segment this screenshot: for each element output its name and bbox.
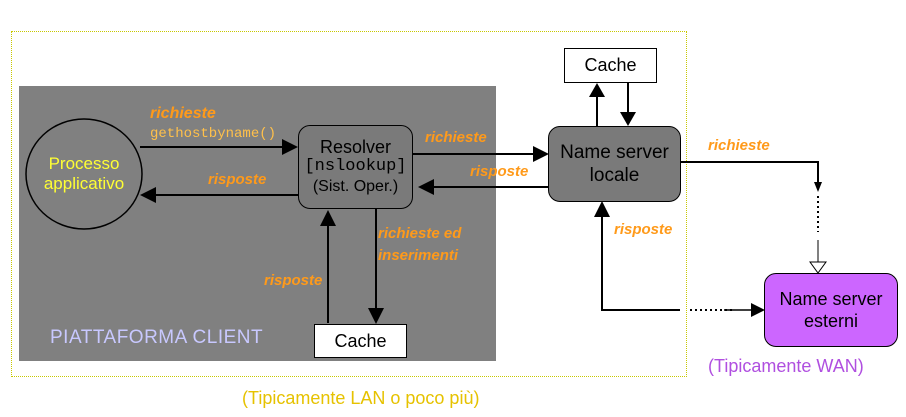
label-risposte-2: risposte [470,163,529,180]
arrowhead [589,83,605,97]
ns-locale-line-2: locale [589,165,640,186]
arrowhead [282,139,298,155]
label-inserimenti: inserimenti [378,247,459,264]
node-processo-applicativo: Processo applicativo [26,140,142,208]
label-risposte-3: risposte [264,272,323,289]
arrowhead-hollow [809,261,827,274]
arrowhead [814,182,822,192]
label-risposte-1: risposte [208,171,267,188]
node-cache-server: Cache [564,48,657,83]
arrowhead [320,210,336,226]
cache-server-label: Cache [584,55,637,75]
resolver-line-2: [nslookup] [304,157,407,176]
ns-esterni-line-1: Name server [779,289,883,309]
arrowhead [594,201,610,217]
edge-return-to-nslocale [601,215,680,311]
resolver-line-3: (Sist. Oper.) [312,178,399,195]
resolver-line-1: Resolver [319,137,392,157]
client-platform-label: PIATTAFORMA CLIENT [50,327,264,348]
arrowhead [140,187,156,203]
node-name-server-esterni: Name server esterni [764,273,898,347]
ns-locale-line-1: Name server [560,142,669,163]
label-richieste-2: richieste [425,129,487,146]
label-gethostbyname: gethostbyname() [150,126,277,142]
node-resolver: Resolver [nslookup] (Sist. Oper.) [298,125,413,209]
arrowhead [751,303,765,317]
processo-line-2: applicativo [43,174,125,193]
arrowhead [533,146,549,162]
label-risposte-4: risposte [614,221,673,238]
lan-boundary [11,31,687,377]
ns-esterni-line-2: esterni [803,311,859,331]
label-richieste-1: richieste [150,105,216,122]
lan-caption: (Tipicamente LAN o poco più) [242,388,480,408]
wan-caption: (Tipicamente WAN) [708,356,864,376]
arrowhead [368,308,384,324]
label-richieste-ed: richieste ed [378,225,462,242]
processo-line-1: Processo [48,154,120,173]
node-cache-client: Cache [314,324,407,358]
arrowhead [418,179,434,195]
node-name-server-locale: Name server locale [548,126,681,202]
arrowhead [620,112,636,126]
edge-nslocale-outgoing [680,161,819,182]
cache-client-label: Cache [334,330,387,351]
label-richieste-3: richieste [708,137,770,154]
